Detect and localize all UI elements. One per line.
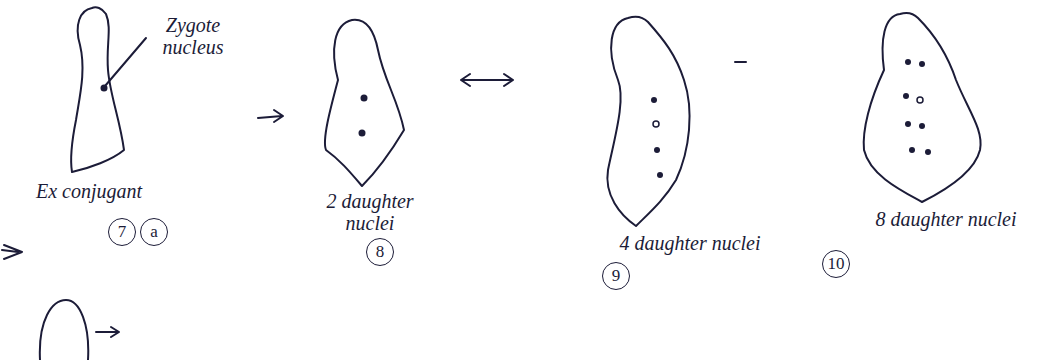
cell-outline bbox=[864, 13, 981, 202]
cell-outline bbox=[607, 17, 689, 226]
arrow bbox=[461, 74, 513, 86]
leader-line bbox=[105, 38, 146, 86]
arrow bbox=[2, 245, 22, 259]
callout-number: 8 bbox=[366, 238, 394, 266]
arrow bbox=[96, 327, 119, 337]
label-text: 4 daughter nuclei bbox=[600, 232, 780, 254]
label-text: Zygote nucleus bbox=[148, 14, 238, 58]
cell-outline bbox=[40, 300, 88, 360]
callout-number: 10 bbox=[822, 250, 850, 278]
label-text: 8 daughter nuclei bbox=[866, 208, 1026, 230]
cell-outline bbox=[71, 7, 124, 172]
arrow bbox=[258, 110, 283, 122]
callout-number: 7 bbox=[108, 218, 136, 246]
label-text: Ex conjugant bbox=[14, 180, 164, 202]
nuclei bbox=[101, 59, 932, 178]
cell-outline bbox=[325, 20, 404, 186]
callout-number: a bbox=[140, 218, 168, 246]
label-text: 2 daughter nuclei bbox=[320, 190, 420, 234]
arrow bbox=[735, 61, 746, 63]
callout-number: 9 bbox=[602, 262, 630, 290]
